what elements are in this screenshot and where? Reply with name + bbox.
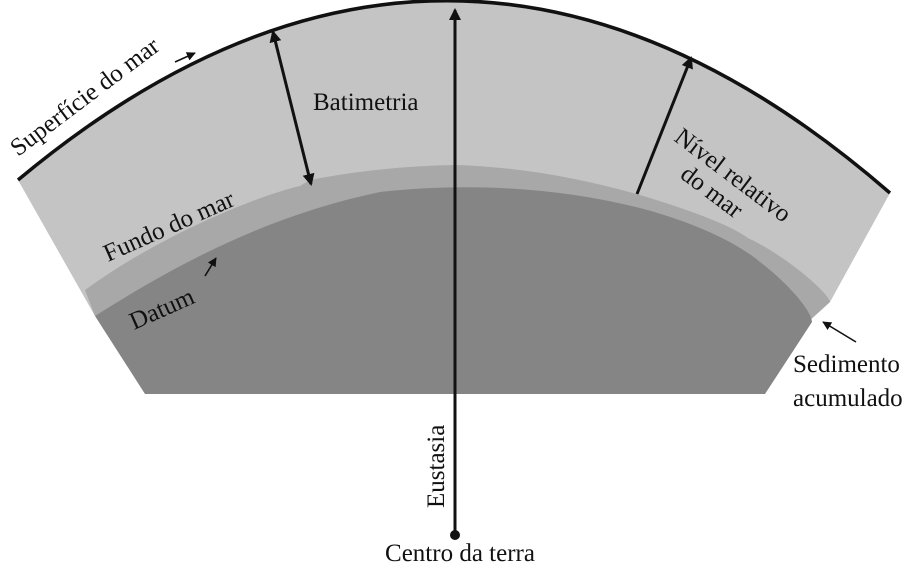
sediment-label-line2: acumulado <box>793 385 903 412</box>
sediment-pointer <box>822 321 857 343</box>
eustasy-label: Eustasia <box>423 425 450 508</box>
sea-surface-line <box>16 0 892 195</box>
earth-center-label: Centro da terra <box>385 540 535 567</box>
earth-center-dot <box>450 530 460 540</box>
bathymetry-arrow <box>269 30 315 186</box>
relative-sea-level-arrow <box>635 56 693 195</box>
datum-pointer <box>204 257 217 277</box>
sea-surface-pointer <box>174 52 196 63</box>
sediment-label-line1: Sedimento <box>793 351 900 378</box>
bathymetry-label: Batimetria <box>313 89 419 116</box>
